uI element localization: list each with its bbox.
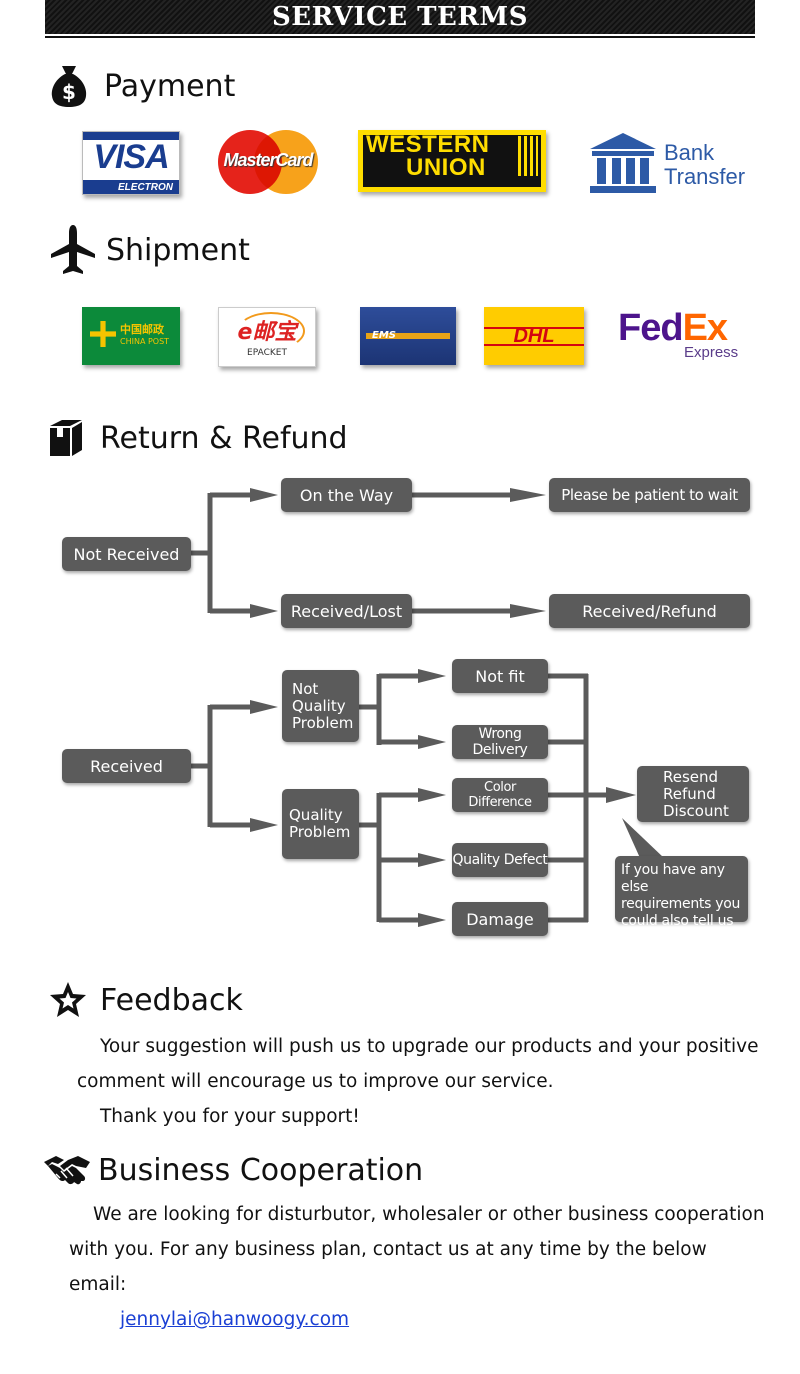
refund-text: Refund: [663, 784, 716, 803]
business-line2: with you. For any business plan, contact…: [69, 1239, 707, 1260]
payment-header: $ Payment: [50, 64, 235, 108]
dhl-text: DHL: [513, 325, 555, 347]
tip-line3: could also tell us: [621, 913, 734, 929]
not-quality-line1: Not: [292, 679, 319, 698]
quality-line2: Problem: [289, 823, 351, 841]
business-line3: email:: [69, 1274, 127, 1295]
feedback-line3: Thank you for your support!: [100, 1106, 360, 1127]
please-wait-node: Please be patient to wait: [549, 478, 750, 512]
epacket-logo: e邮宝 EPACKET: [218, 307, 316, 367]
china-post-cn-text: 中国邮政: [120, 323, 164, 336]
handshake-icon: [44, 1156, 90, 1185]
fedex-express-text: Express: [684, 344, 739, 361]
quality-defect-node: Quality Defect: [452, 843, 548, 877]
not-received-node: Not Received: [62, 537, 191, 571]
ems-text: EMS: [372, 330, 396, 341]
transfer-text: Transfer: [664, 164, 746, 189]
damage-node: Damage: [452, 902, 548, 936]
fedex-fed-text: Fed: [618, 307, 684, 349]
return-refund-header: Return & Refund: [48, 418, 348, 458]
header-underline: [45, 36, 755, 38]
not-fit-node: Not fit: [452, 659, 548, 693]
resend-text: Resend: [663, 767, 719, 786]
shipment-title: Shipment: [106, 232, 250, 268]
svg-text:$: $: [62, 80, 76, 104]
mastercard-text: MasterCard: [223, 150, 313, 170]
fedex-logo: FedEx Express: [618, 307, 750, 365]
business-title: Business Cooperation: [98, 1152, 424, 1188]
discount-text: Discount: [663, 801, 729, 820]
money-bag-icon: $: [51, 66, 87, 107]
wrong-delivery-node: Wrong Delivery: [452, 725, 548, 759]
airplane-icon: [51, 225, 95, 274]
feedback-title: Feedback: [100, 982, 243, 1018]
epacket-cn-text: e邮宝: [237, 320, 297, 345]
flow-connectors: [190, 488, 664, 927]
feedback-line2: comment will encourage us to improve our…: [77, 1071, 554, 1092]
business-header: Business Cooperation: [44, 1150, 423, 1190]
bank-building-icon: [590, 133, 656, 193]
email-link[interactable]: jennylai@hanwoogy.com: [120, 1309, 350, 1330]
package-box-icon: [50, 420, 82, 456]
tip-note: If you have any else requirements you co…: [615, 856, 748, 929]
mastercard-logo: MasterCard: [218, 130, 318, 194]
return-refund-title: Return & Refund: [100, 420, 348, 456]
fedex-ex-text: Ex: [682, 307, 728, 349]
bank-text: Bank: [664, 140, 715, 165]
visa-text: VISA: [93, 138, 169, 176]
ems-logo: EMS: [360, 307, 456, 365]
star-icon: [50, 982, 86, 1017]
received-lost-node: Received/Lost: [281, 594, 412, 628]
quality-line1: Quality: [289, 806, 343, 824]
feedback-header: Feedback: [48, 980, 243, 1020]
business-line1: We are looking for disturbutor, wholesal…: [93, 1204, 765, 1225]
payment-title: Payment: [104, 68, 236, 104]
tip-line2: requirements you: [621, 896, 741, 912]
received-node: Received: [62, 749, 191, 783]
not-quality-problem-node: Not Quality Problem: [282, 670, 359, 742]
western-union-line2: UNION: [406, 154, 486, 181]
quality-problem-node: Quality Problem: [282, 789, 359, 859]
dhl-logo: DHL: [484, 307, 584, 365]
resend-refund-discount-node: Resend Refund Discount: [637, 766, 749, 822]
western-union-logo: WESTERN UNION: [358, 130, 546, 192]
china-post-logo: 中国邮政 CHINA POST: [82, 307, 180, 365]
china-post-en-text: CHINA POST: [120, 337, 170, 346]
bank-transfer-logo: Bank Transfer: [588, 131, 750, 195]
color-difference-node: Color Difference: [452, 778, 548, 812]
not-quality-line3: Problem: [292, 713, 354, 732]
epacket-en-text: EPACKET: [247, 348, 287, 358]
visa-electron-logo: VISA ELECTRON: [82, 131, 180, 195]
visa-electron-text: ELECTRON: [118, 182, 173, 193]
feedback-line1: Your suggestion will push us to upgrade …: [100, 1036, 759, 1057]
received-refund-node: Received/Refund: [549, 594, 750, 628]
header-banner: SERVICE TERMS: [45, 0, 755, 34]
on-the-way-node: On the Way: [281, 478, 412, 512]
tip-line1: If you have any else: [621, 862, 725, 895]
western-union-line1: WESTERN: [366, 131, 490, 158]
shipment-header: Shipment: [50, 224, 250, 276]
page-title: SERVICE TERMS: [271, 2, 528, 32]
not-quality-line2: Quality: [292, 696, 346, 715]
